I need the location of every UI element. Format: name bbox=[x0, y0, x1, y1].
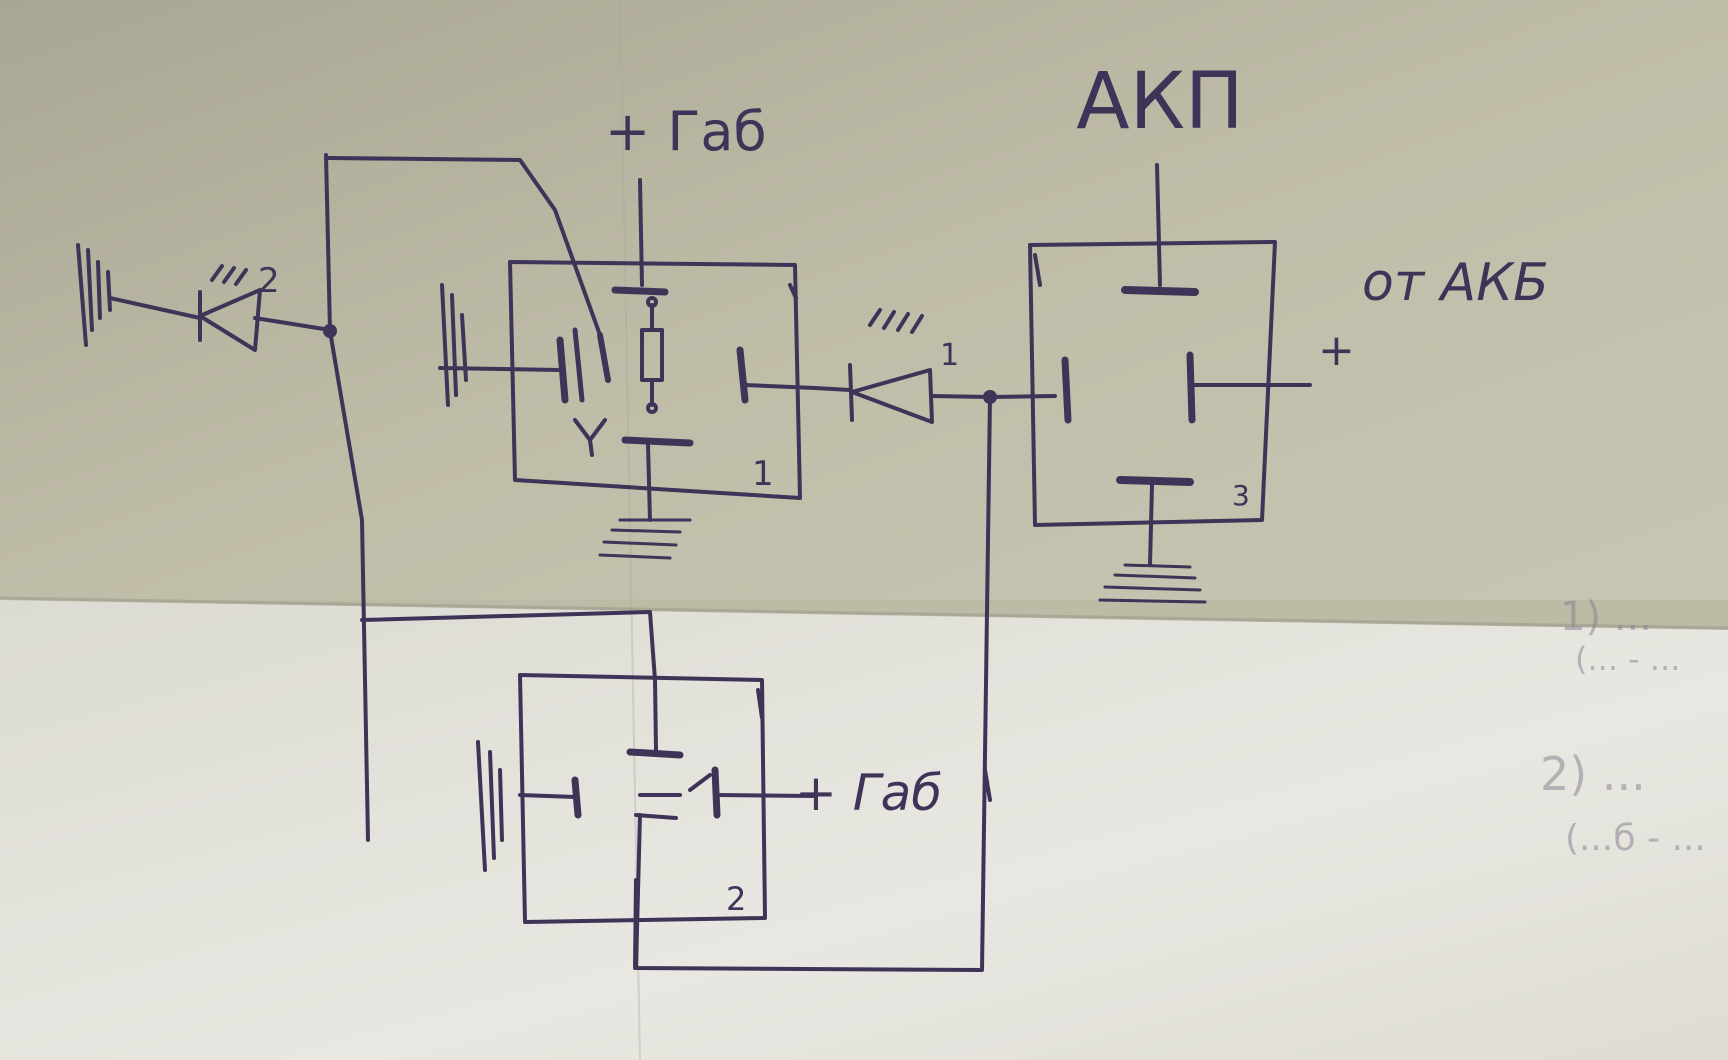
paper-bottom-half bbox=[0, 600, 1728, 1060]
ground-relay-2-left bbox=[476, 740, 504, 872]
ground-relay-3-bottom bbox=[1098, 563, 1207, 604]
relay-2 bbox=[518, 673, 817, 970]
ground-relay-1-bottom bbox=[598, 518, 692, 560]
label-gad-bottom: + Габ bbox=[795, 764, 942, 822]
relay-3 bbox=[1028, 163, 1312, 567]
diode-2-number: 2 bbox=[258, 261, 280, 301]
diode-1-number: 1 bbox=[940, 338, 959, 373]
relay-1 bbox=[438, 178, 817, 522]
ground-left-top bbox=[76, 243, 202, 347]
label-akp: АКП bbox=[1076, 57, 1243, 147]
note-2: 2) ... bbox=[1540, 747, 1646, 801]
ground-relay-1-left bbox=[440, 283, 468, 407]
label-plus-right: + bbox=[1318, 325, 1355, 376]
margin-notes: 1) ... (... - ... 2) ... (...б - ... bbox=[1540, 594, 1706, 859]
label-from-akb: от АКБ bbox=[1362, 253, 1549, 313]
note-1-sub: (... - ... bbox=[1575, 640, 1680, 678]
diode-1 bbox=[813, 308, 992, 424]
relay-1-number: 1 bbox=[752, 454, 774, 494]
relay-3-number: 3 bbox=[1232, 479, 1250, 512]
relay-2-number: 2 bbox=[726, 880, 746, 918]
left-bus-wire bbox=[324, 153, 657, 842]
paper-fold-horizontal bbox=[0, 596, 1728, 630]
note-1: 1) ... bbox=[1560, 594, 1652, 640]
note-2-sub: (...б - ... bbox=[1565, 818, 1706, 859]
label-gad-top: + Габ bbox=[605, 100, 767, 163]
paper-top-half bbox=[0, 0, 1728, 600]
diode-2 bbox=[198, 264, 332, 352]
